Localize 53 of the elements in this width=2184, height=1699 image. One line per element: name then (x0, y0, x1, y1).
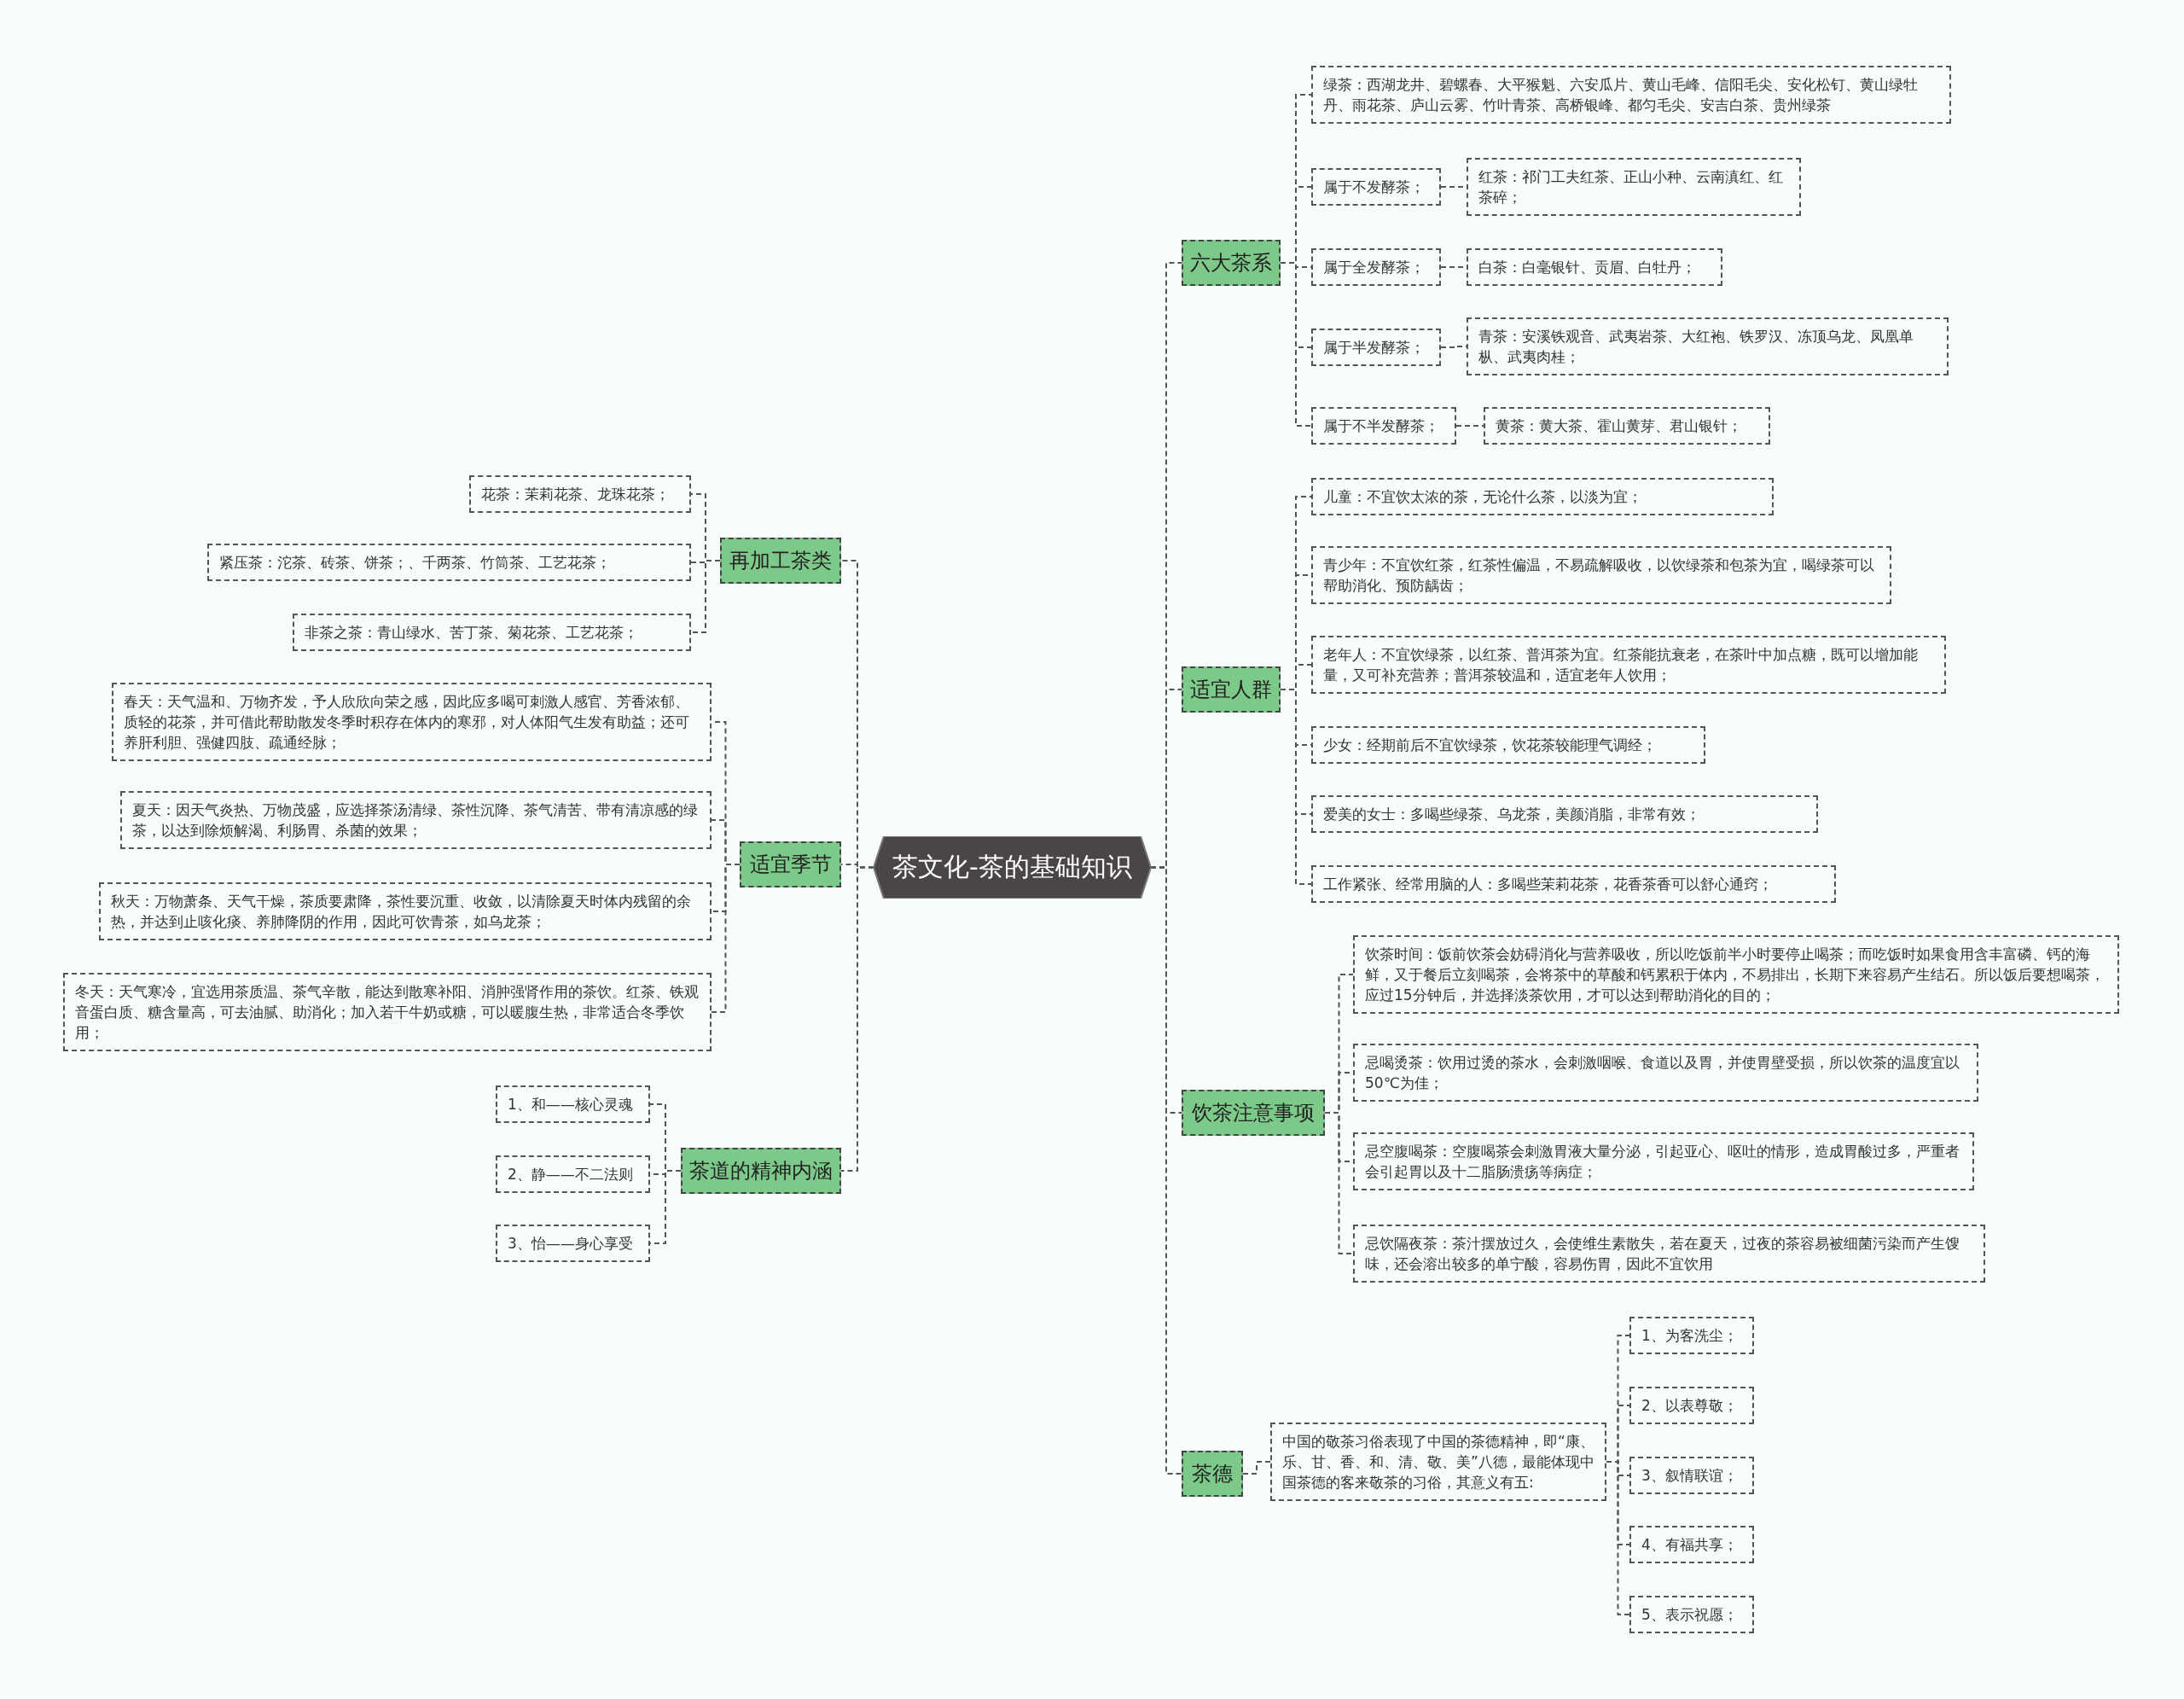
note-box: 2、以表尊敬； (1629, 1387, 1754, 1424)
note-box: 忌喝烫茶：饮用过烫的茶水，会刺激咽喉、食道以及胃，并使胃壁受损，所以饮茶的温度宜以50℃为佳； (1353, 1044, 1978, 1102)
branch-topic: 六大茶系 (1182, 240, 1281, 286)
note-box: 儿童：不宜饮太浓的茶，无论什么茶，以淡为宜； (1311, 478, 1774, 515)
note-box: 工作紧张、经常用脑的人：多喝些茉莉花茶，花香茶香可以舒心通窍； (1311, 865, 1836, 903)
note-box: 秋天：万物萧条、天气干燥，茶质要肃降，茶性要沉重、收敛，以清除夏天时体内残留的余热，并达到止咳化痰、养肺降阴的作用，因此可饮青茶，如乌龙茶； (99, 882, 712, 940)
note-box: 花茶：茉莉花茶、龙珠花茶； (469, 475, 691, 513)
note-box: 绿茶：西湖龙井、碧螺春、大平猴魁、六安瓜片、黄山毛峰、信阳毛尖、安化松钉、黄山绿牡丹、雨花茶、庐山云雾、竹叶青茶、高桥银峰、都匀毛尖、安吉白茶、贵州绿茶 (1311, 66, 1951, 124)
connector-line (1280, 689, 1312, 885)
connector-line (1324, 1112, 1354, 1254)
note-box: 4、有福共享； (1629, 1526, 1754, 1563)
note-box: 饮茶时间：饭前饮茶会妨碍消化与营养吸收，所以吃饭前半小时要停止喝茶；而吃饭时如果食用含丰富磷、钙的海鲜，又于餐后立刻喝茶，会将茶中的草酸和钙累积于体内，不易排出，长期下来容易产生结石。所以饭后要想喝茶，应过15分钟后，并选择淡茶饮用，才可以达到帮助消化的目的； (1353, 935, 2119, 1014)
note-box: 白茶：白毫银针、贡眉、白牡丹； (1467, 248, 1722, 286)
note-box: 属于不发酵茶； (1311, 168, 1441, 206)
note-box: 1、为客洗尘； (1629, 1317, 1754, 1354)
note-box: 忌空腹喝茶：空腹喝茶会刺激胃液大量分泌，引起亚心、呕吐的情形，造成胃酸过多，严重者会引起胃以及十二脂肠溃疡等病症； (1353, 1132, 1974, 1190)
note-box: 属于不半发酵茶； (1311, 407, 1456, 445)
note-box: 3、叙情联谊； (1629, 1457, 1754, 1494)
note-box: 黄茶：黄大茶、霍山黄芽、君山银针； (1484, 407, 1770, 445)
connector-line (711, 864, 741, 1013)
branch-topic: 再加工茶类 (720, 538, 841, 584)
branch-topic: 适宜季节 (740, 841, 841, 887)
note-box: 3、怡——身心享受 (496, 1225, 650, 1262)
note-box: 忌饮隔夜茶：茶汁摆放过久，会使维生素散失，若在夏天，过夜的茶容易被细菌污染而产生馊味，还会溶出较多的单宁酸，容易伤胃，因此不宜饮用 (1353, 1225, 1985, 1283)
note-box: 中国的敬茶习俗表现了中国的茶德精神，即“康、乐、甘、香、和、清、敬、美”八德，最能体现中国茶德的客来敬茶的习俗，其意义有五: (1270, 1423, 1606, 1501)
note-box: 2、静——不二法则 (496, 1155, 650, 1193)
note-box: 冬天：天气寒冷，宜选用茶质温、茶气辛散，能达到散寒补阳、消肿强肾作用的茶饮。红茶、铁观音蛋白质、糖含量高，可去油腻、助消化；加入若干牛奶或糖，可以暖腹生热，非常适合冬季饮用； (63, 973, 712, 1051)
branch-topic: 茶道的精神内涵 (681, 1148, 841, 1194)
note-box: 爱美的女士：多喝些绿茶、乌龙茶，美颜消脂，非常有效； (1311, 795, 1818, 833)
note-box: 5、表示祝愿； (1629, 1596, 1754, 1633)
branch-topic: 适宜人群 (1182, 666, 1281, 713)
connector-line (1455, 425, 1484, 427)
connector-line (690, 560, 721, 633)
connector-line (1606, 1461, 1630, 1615)
note-box: 紧压茶：沱茶、砖茶、饼茶；、千两茶、竹筒茶、工艺花茶； (207, 544, 691, 581)
connector-line (840, 866, 874, 1172)
note-box: 属于半发酵茶； (1311, 329, 1441, 366)
note-box: 春天：天气温和、万物齐发，予人欣欣向荣之感，因此应多喝可刺激人感官、芳香浓郁、质轻的花茶，并可借此帮助散发冬季时积存在体内的寒邪，对人体阳气生发有助益；还可养肝利胆、强健四肢、疏通经脉； (112, 683, 712, 761)
branch-topic: 茶德 (1182, 1451, 1243, 1497)
connector-line (1242, 1461, 1271, 1475)
connector-line (1280, 262, 1312, 427)
note-box: 红茶：祁门工夫红茶、正山小种、云南滇红、红茶碎； (1467, 158, 1801, 216)
note-box: 青少年：不宜饮红茶，红茶性偏温，不易疏解吸收，以饮绿茶和包茶为宜，喝绿茶可以帮助消化、预防龋齿； (1311, 546, 1891, 604)
note-box: 老年人：不宜饮绿茶，以红茶、普洱茶为宜。红茶能抗衰老，在茶叶中加点糖，既可以增加能量，又可补充营养；普洱茶较温和，适宜老年人饮用； (1311, 636, 1946, 694)
note-box: 非茶之茶：青山绿水、苦丁茶、菊花茶、工艺花茶； (293, 614, 691, 651)
note-box: 夏天：因天气炎热、万物茂盛，应选择茶汤清绿、茶性沉降、茶气清苦、带有清凉感的绿茶，以达到除烦解渴、利肠胃、杀菌的效果； (120, 791, 712, 849)
branch-topic: 饮茶注意事项 (1182, 1090, 1325, 1136)
topic-title: 茶文化-茶的基础知识 (892, 851, 1132, 883)
note-box: 少女：经期前后不宜饮绿茶，饮花茶较能理气调经； (1311, 726, 1705, 764)
note-box: 1、和——核心灵魂 (496, 1085, 650, 1123)
connector-line (1150, 866, 1182, 1475)
note-box: 属于全发酵茶； (1311, 248, 1441, 286)
note-box: 青茶：安溪铁观音、武夷岩茶、大红袍、铁罗汉、冻顶乌龙、凤凰单枞、武夷肉桂； (1467, 317, 1949, 375)
